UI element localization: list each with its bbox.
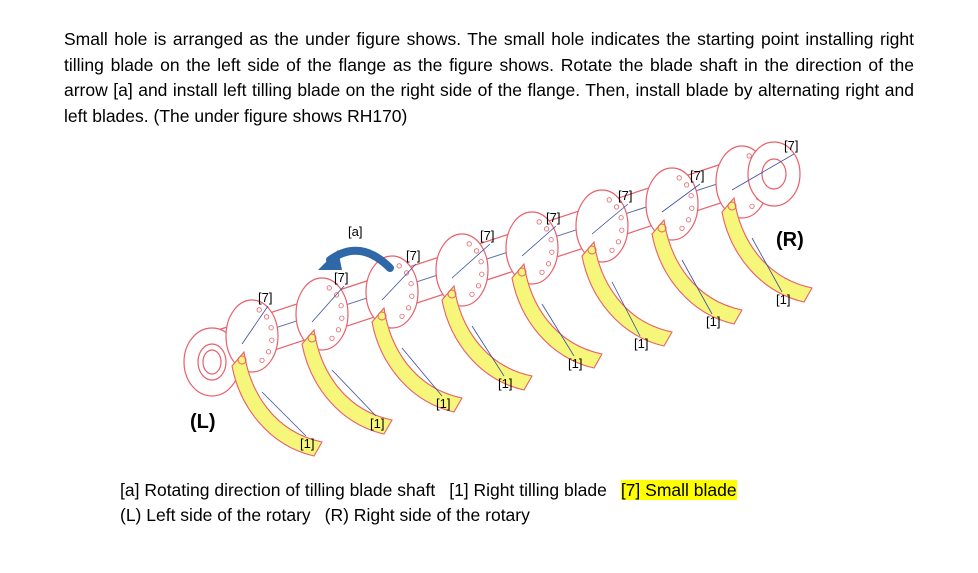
blade-label: [1] (498, 376, 512, 391)
blade-label: [1] (436, 396, 450, 411)
legend-e: (R) Right side of the rotary (324, 505, 530, 525)
flange-set (225, 145, 813, 457)
legend-b: [1] Right tilling blade (449, 480, 607, 500)
small-blade-label: [7] (618, 188, 632, 203)
label-set: [1] [7] [1] [7] [1] [7] [1] [7] [1] [7] [1] [7] [1] [… (241, 138, 798, 451)
flange-unit (575, 189, 673, 347)
instruction-paragraph: Small hole is arranged as the under figu… (64, 29, 914, 126)
small-blade-label: [7] (334, 270, 348, 285)
tilling-blade (581, 240, 673, 347)
flange-unit (435, 233, 533, 391)
right-side-label: (R) (776, 229, 804, 251)
small-blade-label: [7] (406, 248, 420, 263)
legend-a: [a] Rotating direction of tilling blade … (120, 480, 436, 500)
small-blade-label: [7] (480, 228, 494, 243)
tilling-blade (721, 196, 813, 303)
blade-label: [1] (370, 416, 384, 431)
small-blade-label: [7] (258, 290, 272, 305)
small-blade-label: [7] (784, 138, 798, 153)
flange-unit (505, 211, 603, 369)
flange-unit (645, 167, 743, 325)
small-blade-label: [7] (546, 210, 560, 225)
tilling-blade (371, 306, 463, 413)
rotation-arrow: [a] (318, 224, 394, 272)
tilling-blade (651, 218, 743, 325)
blade-label: [1] (568, 356, 582, 371)
legend-c-code: [7] (620, 480, 641, 500)
legend-row-2: (L) Left side of the rotary (R) Right sid… (120, 503, 737, 528)
tilling-blade (301, 328, 393, 435)
tilling-blade (441, 284, 533, 391)
legend-row-1: [a] Rotating direction of tilling blade … (120, 478, 737, 503)
flange-unit (365, 255, 463, 413)
figure-legend: [a] Rotating direction of tilling blade … (120, 478, 737, 528)
rotary-shaft-figure: [a] [1] [7] [1] [7] [1] [7] [1] [7] [1] [7] [1] [7]… (183, 138, 813, 457)
blade-label: [1] (776, 292, 790, 307)
left-side-label: (L) (190, 411, 216, 433)
blade-label: [1] (634, 336, 648, 351)
arrow-label: [a] (348, 224, 362, 239)
tilling-blade (511, 262, 603, 369)
legend-d: (L) Left side of the rotary (120, 505, 311, 525)
blade-label: [1] (706, 314, 720, 329)
legend-c-text: Small blade (640, 480, 737, 500)
blade-label: [1] (300, 436, 314, 451)
tilling-blade (231, 350, 323, 457)
flange-unit (225, 299, 323, 457)
small-blade-label: [7] (690, 168, 704, 183)
